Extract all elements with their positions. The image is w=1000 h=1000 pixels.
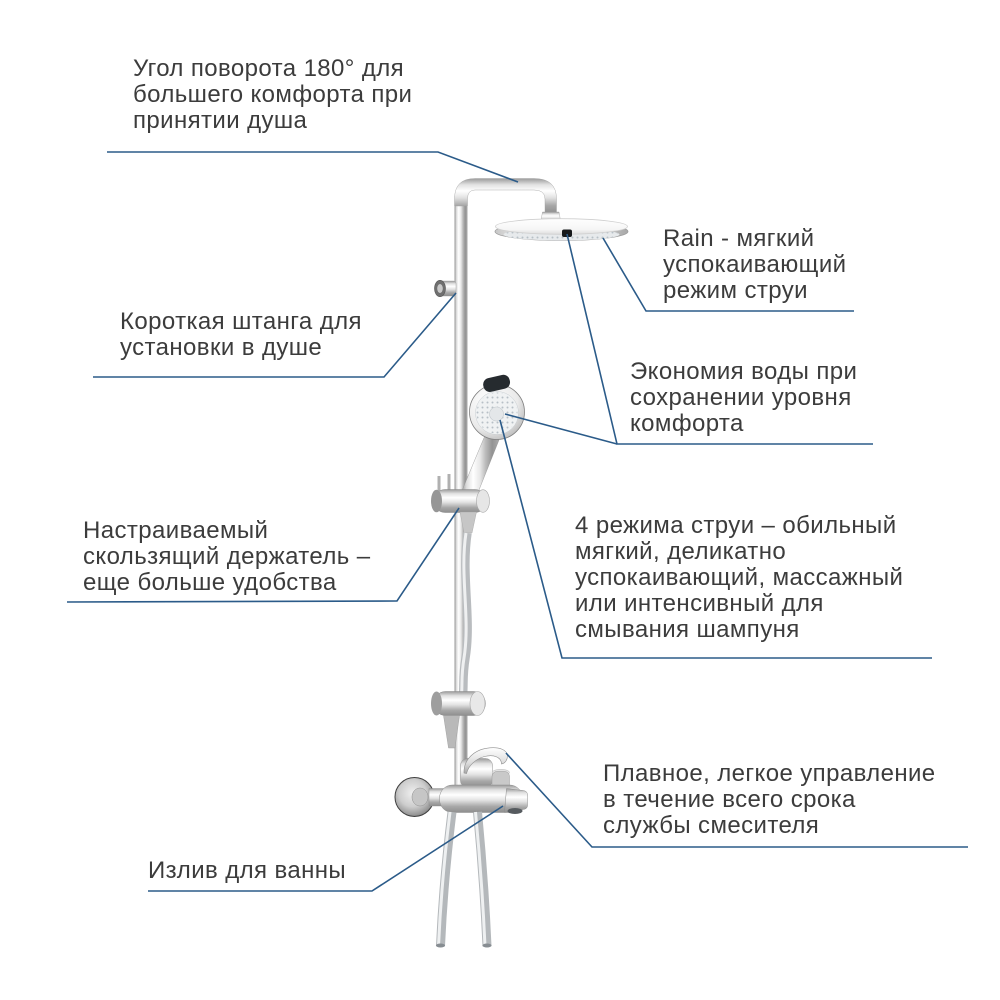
leader-bath-spout <box>148 805 504 892</box>
annotation-swivel-angle: Угол поворота 180° для большего комфорта… <box>133 55 413 134</box>
leader-slide-holder <box>66 507 460 603</box>
annotation-water-saving: Экономия воды при сохранении уровня комф… <box>630 358 858 437</box>
hose-loop <box>435 811 492 948</box>
hand-shower <box>460 374 525 501</box>
leader-spray-modes <box>499 419 932 659</box>
annotation-smooth-control: Плавное, легкое управление в течение все… <box>603 760 936 839</box>
mixer <box>394 747 528 817</box>
wall-bracket <box>434 279 457 297</box>
annotation-slide-holder: Настраиваемый скользящий держатель – еще… <box>83 517 371 596</box>
leader-rain-spray <box>602 237 854 312</box>
bath-spout <box>504 788 528 813</box>
annotation-rain-spray: Rain - мягкий успокаивающий режим струи <box>663 225 847 304</box>
annotation-bath-spout: Излив для ванны <box>148 857 347 884</box>
head-shower-logo-slot <box>562 229 572 237</box>
mixer-lever <box>463 747 508 774</box>
leader-swivel-angle <box>107 151 519 183</box>
hand-shower-mode-selector <box>483 374 511 392</box>
annotation-spray-modes: 4 режима струи – обильный мягкий, делика… <box>575 512 904 643</box>
leader-lines <box>66 151 968 892</box>
bottom-bracket <box>431 691 486 749</box>
leader-water-saving-hand <box>504 413 618 445</box>
shower-hose <box>458 511 477 696</box>
head-shower <box>494 218 629 241</box>
leader-short-rail <box>93 292 457 378</box>
leader-smooth-control <box>505 752 968 848</box>
annotation-short-rail: Короткая штанга для установки в душе <box>120 308 362 361</box>
shower-arm <box>454 178 562 224</box>
spout-aerator <box>507 808 523 814</box>
